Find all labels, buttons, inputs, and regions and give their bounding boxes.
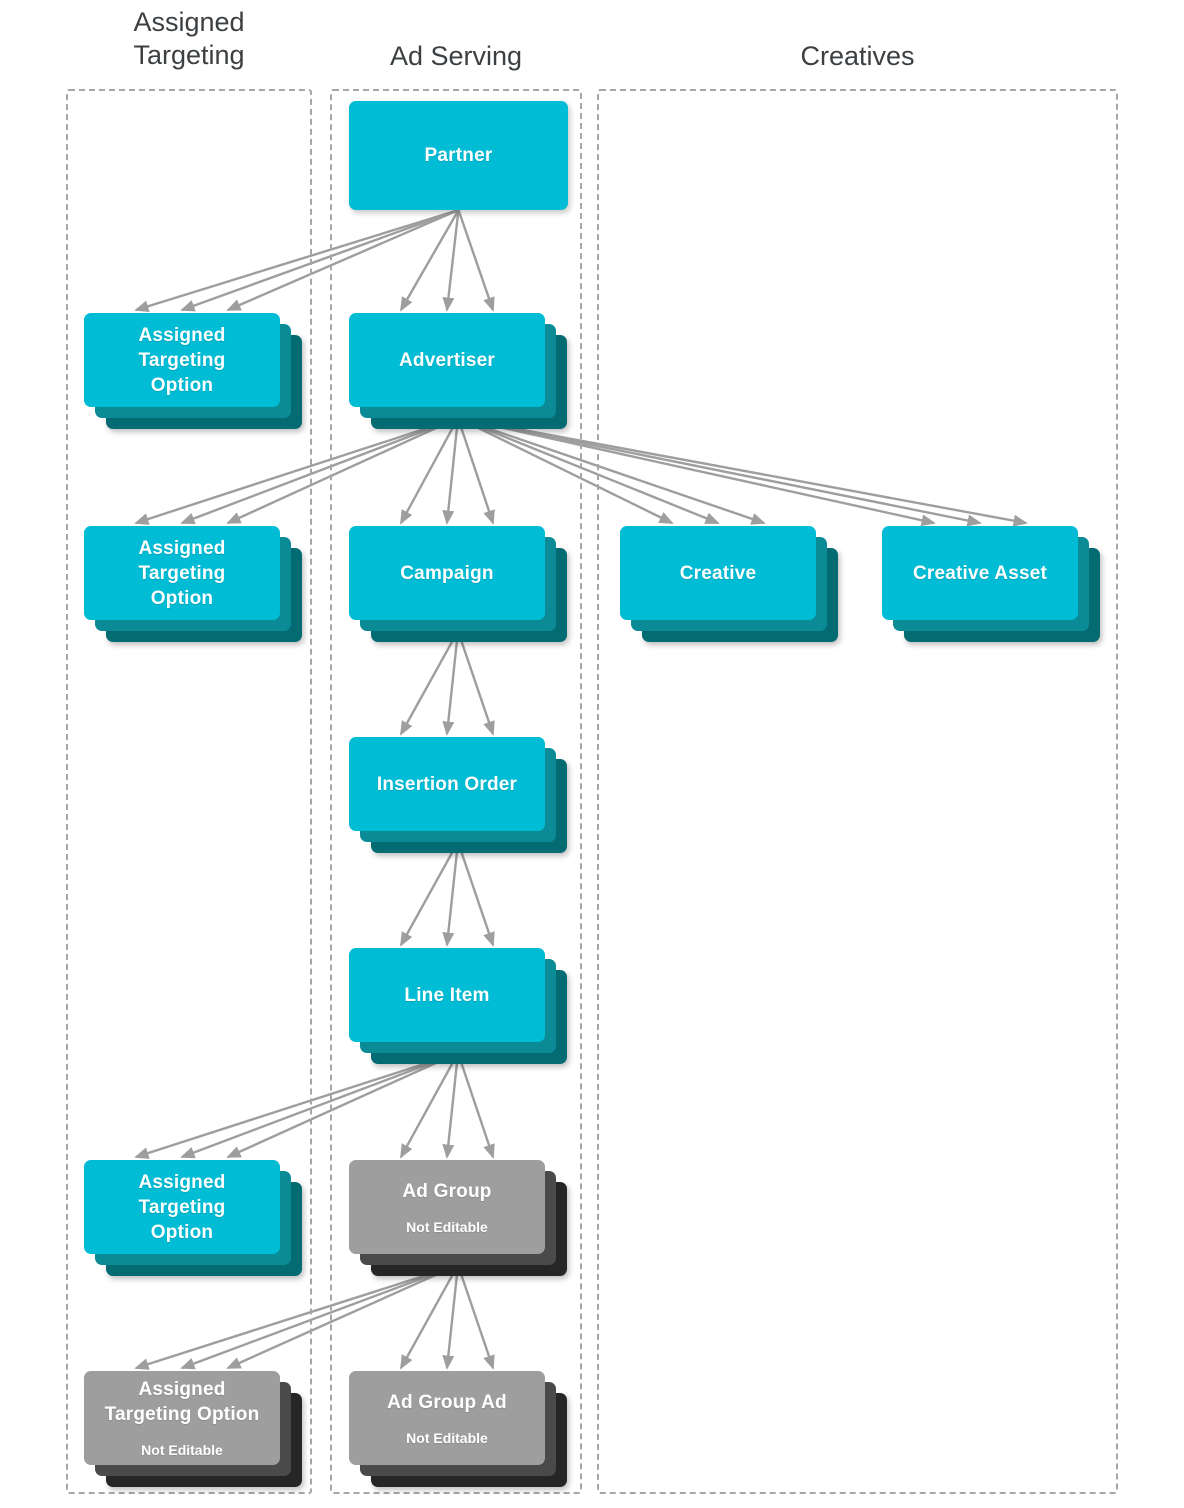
edge-campaign-to-insertion-order (399, 630, 495, 736)
edge-advertiser-to-creative (457, 416, 766, 525)
node-label: Ad Group Ad (387, 1391, 507, 1413)
edge-line-item-to-ad-group (399, 1052, 495, 1159)
node-creative[interactable]: Creative (620, 526, 838, 642)
node-label: Insertion Order (376, 773, 518, 795)
node-face-line-item: Line Item (349, 948, 545, 1042)
node-label: Advertiser (399, 349, 495, 371)
node-face-campaign: Campaign (349, 526, 545, 620)
node-face-creative-asset: Creative Asset (882, 526, 1078, 620)
edge-insertion-order-to-line-item (399, 841, 495, 947)
node-label: Creative Asset (912, 562, 1048, 584)
node-insertion-order[interactable]: Insertion Order (349, 737, 567, 853)
node-campaign[interactable]: Campaign (349, 526, 567, 642)
node-assigned-targeting-option-advertiser[interactable]: Assigned Targeting Option (84, 526, 302, 642)
edge-advertiser-to-campaign (399, 417, 495, 525)
node-label: Assigned Targeting Option (138, 537, 226, 609)
node-line-item[interactable]: Line Item (349, 948, 567, 1064)
node-face-advertiser: Advertiser (349, 313, 545, 407)
node-label: Campaign (400, 562, 494, 584)
node-creative-asset[interactable]: Creative Asset (882, 526, 1100, 642)
node-face-creative: Creative (620, 526, 816, 620)
node-label: Ad Group (402, 1180, 492, 1202)
edge-line-item-to-ato (134, 1051, 459, 1159)
node-label: Assigned Targeting Option (104, 1379, 260, 1425)
node-advertiser[interactable]: Advertiser (349, 313, 567, 429)
lane-assigned-targeting (66, 89, 312, 1494)
edge-partner-to-ato (134, 208, 459, 313)
node-face-assigned-targeting-option-lineitem: Assigned Targeting Option (84, 1160, 280, 1254)
node-label: Line Item (404, 984, 490, 1006)
node-label: Assigned Targeting Option (138, 324, 226, 396)
node-sublabel: Not Editable (141, 1442, 223, 1458)
edge-ad-group-to-ato (134, 1263, 459, 1370)
edge-advertiser-to-ato (134, 416, 459, 525)
node-face-assigned-targeting-option-partner: Assigned Targeting Option (84, 313, 280, 407)
node-sublabel: Not Editable (406, 1218, 488, 1235)
node-assigned-targeting-option-lineitem[interactable]: Assigned Targeting Option (84, 1160, 302, 1276)
node-face-insertion-order: Insertion Order (349, 737, 545, 831)
lane-ad-serving (330, 89, 582, 1494)
node-label: Assigned Targeting Option (138, 1171, 226, 1243)
column-title-ad-serving: Ad Serving (389, 41, 523, 71)
node-sublabel: Not Editable (406, 1429, 488, 1446)
node-face-ad-group-ad: Ad Group Ad Not Editable (349, 1371, 545, 1465)
column-title-assigned-targeting: Assigned Targeting (133, 7, 245, 70)
node-face-assigned-targeting-option-advertiser: Assigned Targeting Option (84, 526, 280, 620)
lane-creatives (597, 89, 1118, 1494)
column-title-creatives: Creatives (800, 41, 915, 71)
edge-ad-group-to-ad-group-ad (399, 1264, 495, 1370)
edge-advertiser-to-creative-asset (457, 416, 1028, 527)
node-partner[interactable]: Partner (349, 101, 568, 210)
edge-partner-to-advertiser (399, 209, 495, 312)
node-label: Creative (679, 562, 757, 584)
node-label: Partner (424, 145, 493, 166)
node-ad-group-ad[interactable]: Ad Group Ad Not Editable (349, 1371, 567, 1487)
node-assigned-targeting-option-partner[interactable]: Assigned Targeting Option (84, 313, 302, 429)
node-face-partner: Partner (349, 101, 568, 210)
